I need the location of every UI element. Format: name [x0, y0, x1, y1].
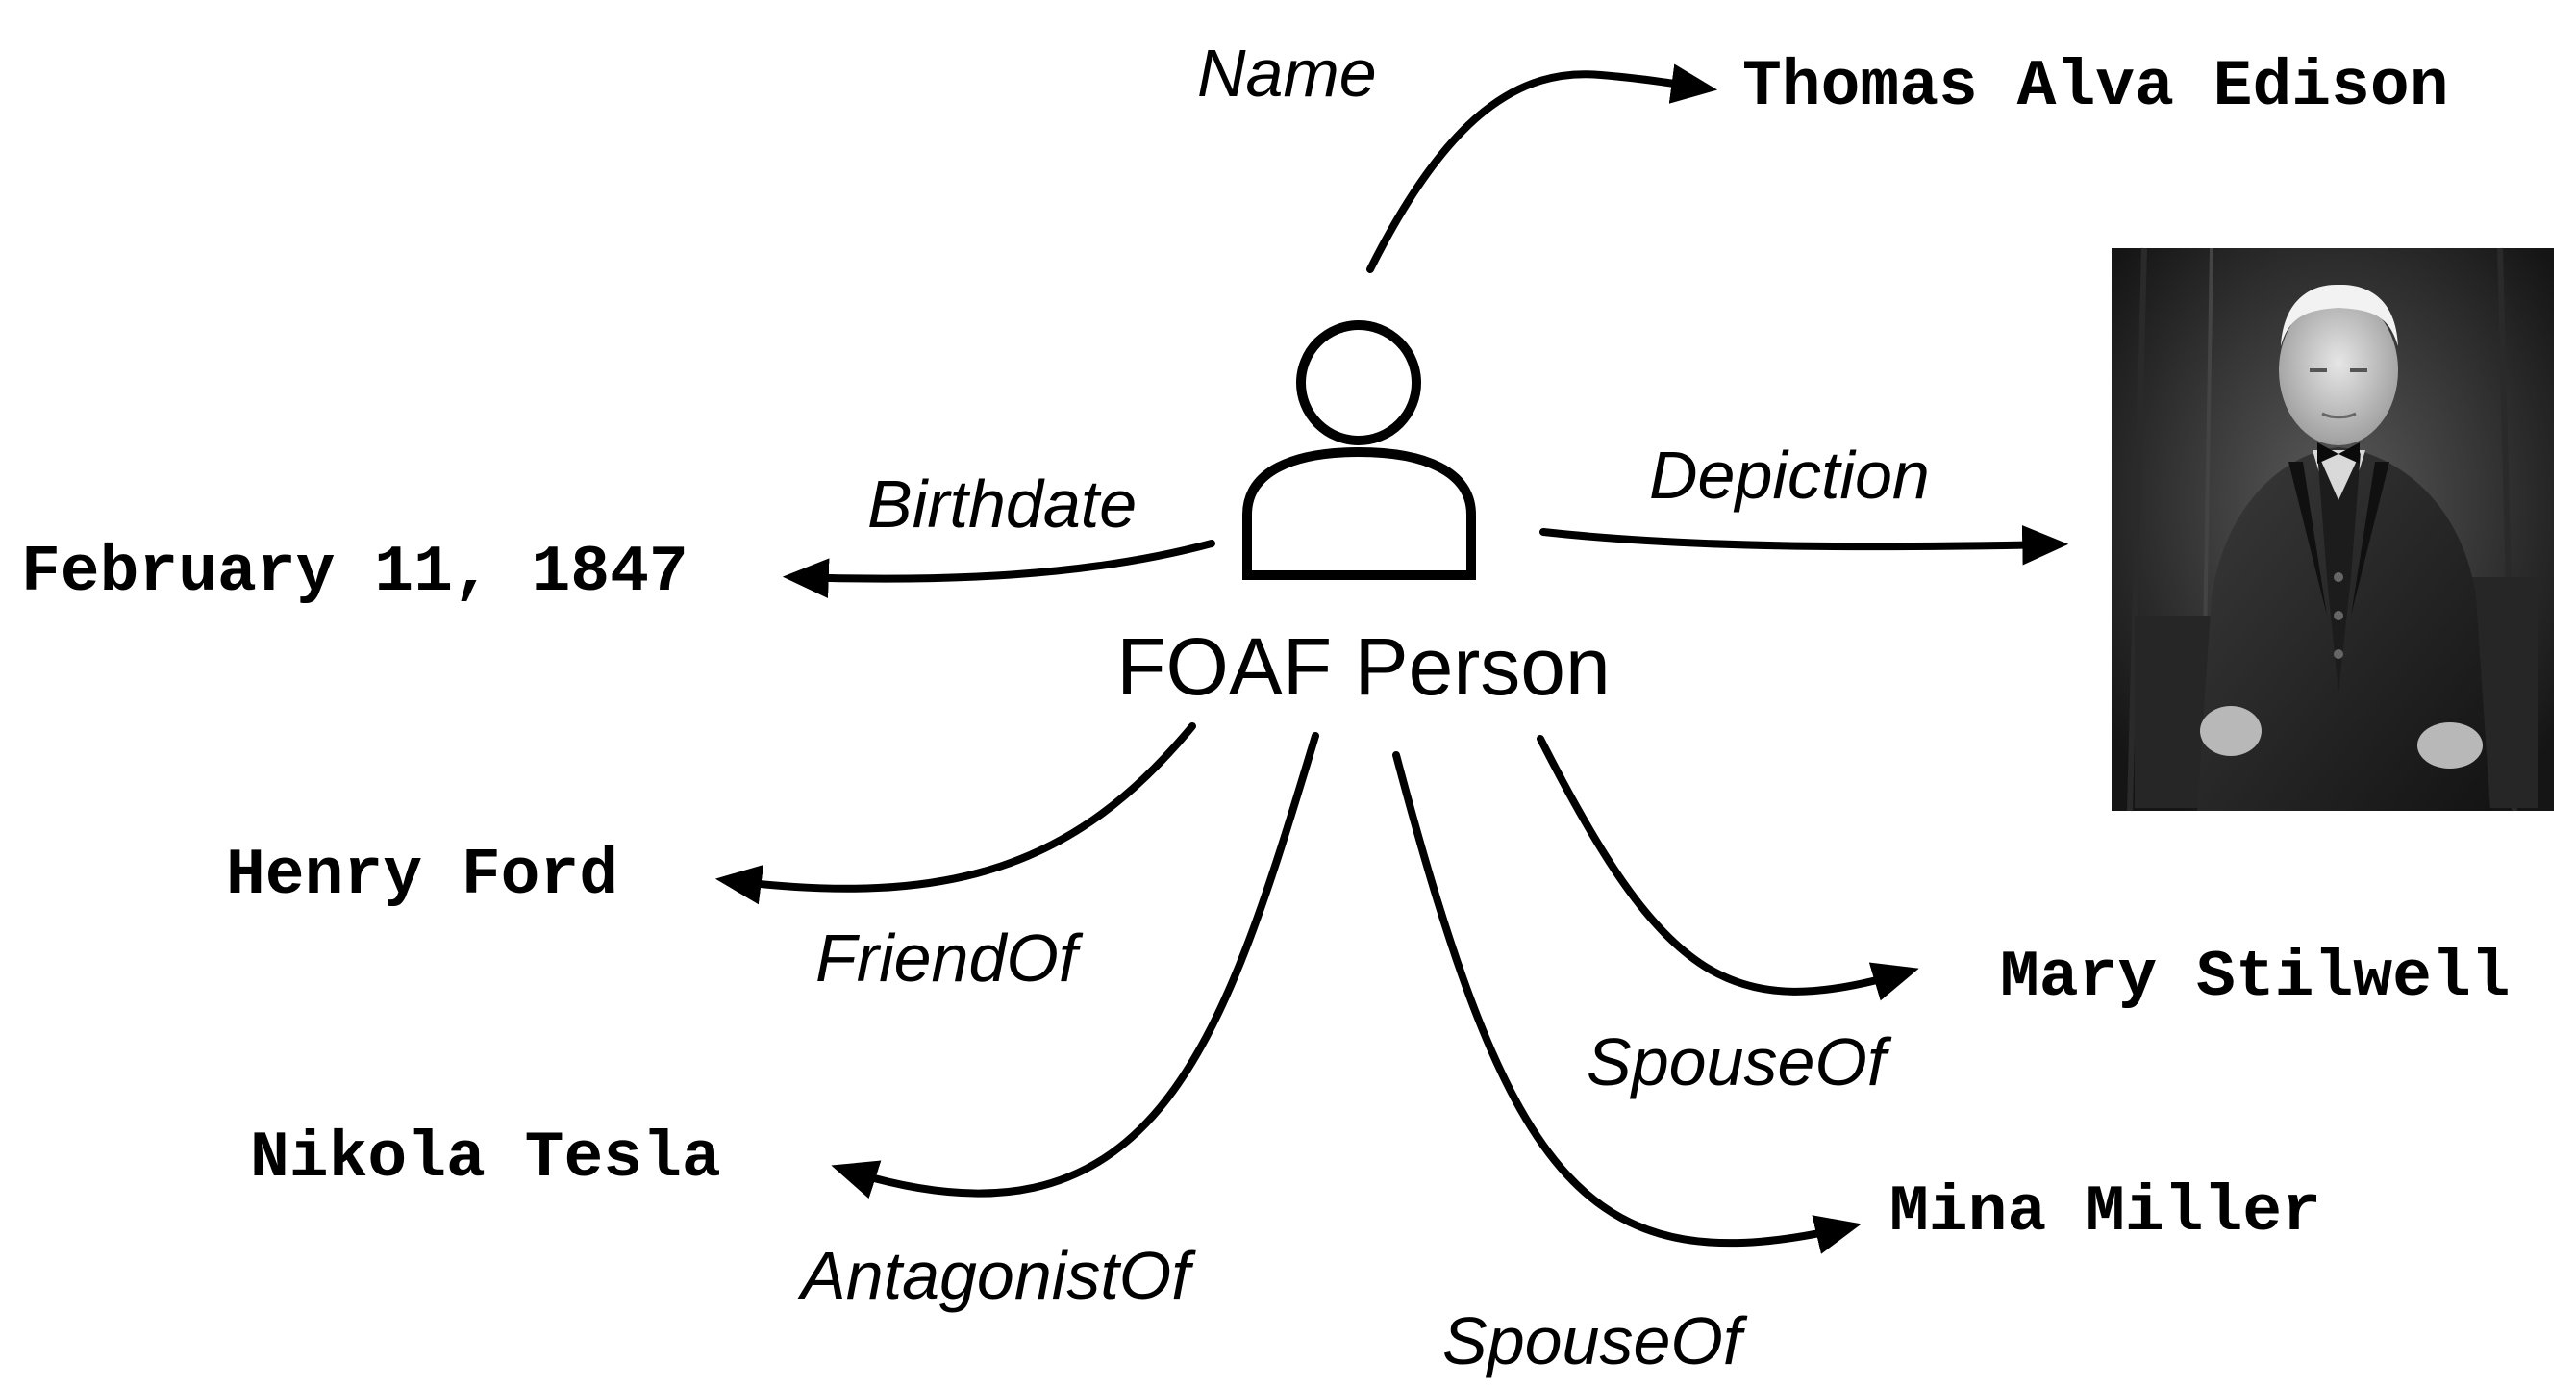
edge-label-name: Name [1197, 36, 1377, 111]
edge-spouse-of-2 [1392, 751, 1862, 1254]
node-spouse1-value: Mary Stilwell [2000, 941, 2511, 1015]
edge-depiction [1539, 524, 2069, 566]
edge-label-friend-of: FriendOf [815, 921, 1084, 996]
node-antagonist-value: Nikola Tesla [250, 1122, 721, 1196]
edge-birthdate [782, 540, 1215, 598]
portrait-photo [2112, 247, 2554, 812]
edge-label-spouse-of-1: SpouseOf [1587, 1024, 1892, 1099]
edge-name [1366, 63, 1718, 273]
edge-label-birthdate: Birthdate [867, 467, 1137, 542]
edge-antagonist-of [831, 732, 1319, 1199]
node-birthdate-value: February 11, 1847 [21, 536, 688, 610]
edge-label-depiction: Depiction [1649, 438, 1930, 513]
person-icon [1242, 320, 1476, 580]
edge-label-antagonist-of: AntagonistOf [797, 1238, 1196, 1313]
edge-label-spouse-of-2: SpouseOf [1442, 1303, 1748, 1378]
edge-friend-of [714, 722, 1196, 905]
node-friend-value: Henry Ford [226, 839, 618, 913]
center-label: FOAF Person [1116, 621, 1610, 712]
node-spouse2-value: Mina Miller [1889, 1175, 2321, 1249]
edge-spouse-of-1 [1537, 735, 1919, 1001]
node-name-value: Thomas Alva Edison [1742, 50, 2449, 124]
